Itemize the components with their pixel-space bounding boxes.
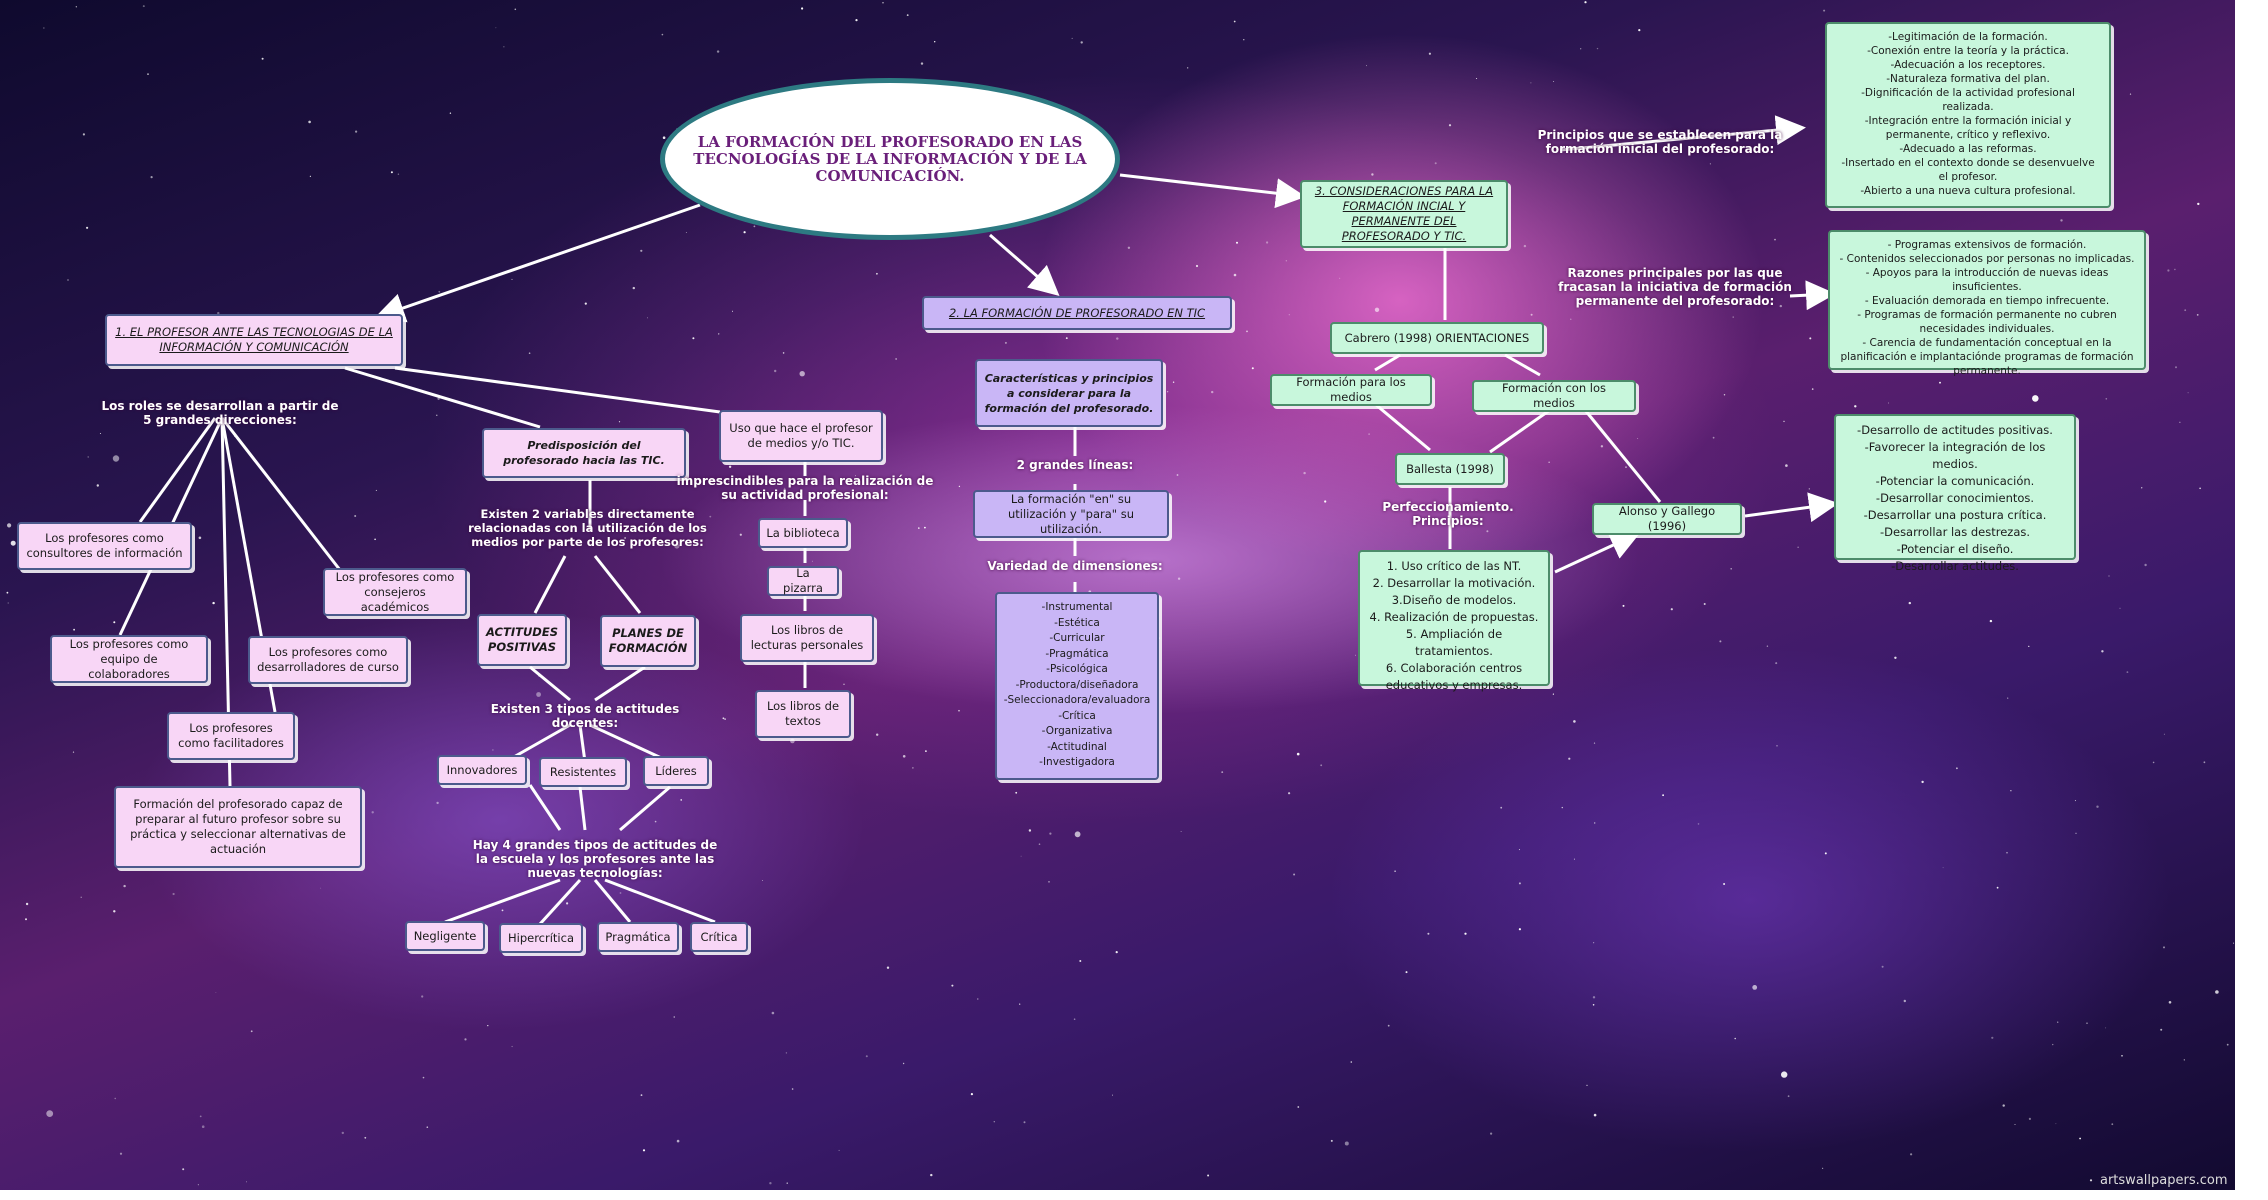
alonso-node: Alonso y Gallego (1996) (1592, 503, 1742, 535)
actitudes-positivas-node: ACTITUDES POSITIVAS (477, 614, 567, 666)
tipos4-label: Hay 4 grandes tipos de actitudes de la e… (472, 838, 718, 880)
dimension-item: -Psicológica (1046, 663, 1108, 675)
dimension-item: -Pragmática (1045, 647, 1109, 660)
razones-list: - Programas extensivos de formación. - Co… (1828, 230, 2146, 377)
roles-label: Los roles se desarrollan a partir de 5 g… (101, 399, 339, 427)
medio-biblioteca: La biblioteca (758, 518, 848, 548)
dimension-item: -Actitudinal (1047, 740, 1107, 753)
ballesta-principio-item: 4. Realización de propuestas. (1369, 610, 1539, 624)
lineas-node: La formación "en" su utilización y "para… (973, 490, 1169, 538)
planes-formacion-node: PLANES DE FORMACIÓN (600, 615, 696, 667)
alonso-item: -Potenciar la comunicación. (1875, 474, 2035, 488)
principio-item: -Naturaleza formativa del plan. (1886, 73, 2050, 85)
ballesta-principio-item: 3.Diseño de modelos. (1391, 593, 1517, 607)
branch1-heading-text: 1. EL PROFESOR ANTE LAS TECNOLOGIAS DE L… (115, 325, 393, 354)
main-title-oval: LA FORMACIÓN DEL PROFESORADO EN LAS TECN… (660, 78, 1120, 240)
facilitadores-detail: Formación del profesorado capaz de prepa… (114, 786, 362, 868)
tipo-negligente: Negligente (405, 921, 485, 951)
role-desarrolladores: Los profesores como desarrolladores de c… (248, 636, 408, 684)
medio-pizarra: La pizarra (767, 566, 839, 596)
variables-label: Existen 2 variables directamente relacio… (468, 507, 707, 549)
ballesta-node: Ballesta (1998) (1395, 453, 1505, 485)
dimension-item: -Crítica (1058, 709, 1096, 722)
razon-item: - Carencia de fundamentación conceptual … (1840, 337, 2134, 377)
ballesta-principio-item: 6. Colaboración centros educativos y emp… (1385, 661, 1523, 692)
dimensiones-label: Variedad de dimensiones: (987, 559, 1163, 573)
principio-item: -Adecuación a los receptores. (1890, 59, 2046, 71)
predisposicion-node: Predisposición del profesorado hacia las… (482, 428, 686, 478)
dimension-item: -Seleccionadora/evaluadora (1003, 694, 1151, 706)
alonso-item: -Desarrollo de actitudes positivas. (1857, 423, 2053, 437)
medio-libros-textos: Los libros de textos (755, 690, 851, 738)
formacion-con-node: Formación con los medios (1472, 380, 1636, 412)
principio-item: -Conexión entre la teoría y la práctica. (1867, 45, 2069, 57)
tipo-hipercritica: Hipercrítica (499, 923, 583, 953)
perfeccionamiento-label: Perfeccionamiento. Principios: (1382, 500, 1514, 528)
cabrero-node: Cabrero (1998) ORIENTACIONES (1330, 322, 1544, 354)
razon-item: - Contenidos seleccionados por personas … (1839, 253, 2135, 265)
tipo-resistentes: Resistentes (539, 757, 627, 787)
branch3-heading: 3. CONSIDERACIONES PARA LA FORMACIÓN INC… (1300, 180, 1508, 248)
medio-libros-lecturas: Los libros de lecturas personales (740, 614, 874, 662)
dimension-item: -Estética (1054, 616, 1100, 629)
formacion-para-node: Formación para los medios (1270, 374, 1432, 406)
principio-item: -Insertado en el contexto donde se desen… (1841, 157, 2095, 183)
alonso-item: -Desarrollar conocimientos. (1875, 491, 2035, 505)
dimensiones-list: -Instrumental -Estética -Curricular -Pragmá… (995, 592, 1159, 780)
dimension-item: -Productora/diseñadora (1015, 678, 1139, 691)
role-colaboradores: Los profesores como equipo de colaborado… (50, 635, 208, 683)
razon-item: - Programas extensivos de formación. (1887, 239, 2087, 251)
dimension-item: -Organizativa (1041, 725, 1113, 737)
principio-item: -Adecuado a las reformas. (1899, 143, 2037, 155)
ballesta-principio-item: 5. Ampliación de tratamientos. (1405, 627, 1503, 658)
principios-label: Principios que se establecen para la for… (1537, 128, 1783, 156)
alonso-item: -Desarrollar las destrezas. (1879, 525, 2031, 539)
branch2-heading: 2. LA FORMACIÓN DE PROFESORADO EN TIC (922, 296, 1232, 330)
alonso-list: -Desarrollo de actitudes positivas. -Favo… (1834, 414, 2076, 573)
alonso-item: -Desarrollar actitudes. (1891, 559, 2019, 573)
dimension-item: -Investigadora (1039, 756, 1115, 768)
ballesta-principio-item: 1. Uso crítico de las NT. (1386, 559, 1522, 573)
role-facilitadores: Los profesores como facilitadores (167, 712, 295, 760)
razon-item: - Evaluación demorada en tiempo infrecue… (1864, 295, 2110, 307)
alonso-item: -Favorecer la integración de los medios. (1864, 440, 2046, 471)
tipos3-label: Existen 3 tipos de actitudes docentes: (490, 702, 680, 730)
tipo-critica: Crítica (690, 922, 748, 952)
lineas-label: 2 grandes líneas: (1016, 458, 1134, 472)
role-consultores: Los profesores como consultores de infor… (17, 522, 192, 570)
tipo-pragmatica: Pragmática (597, 922, 679, 952)
ballesta-principio-item: 2. Desarrollar la motivación. (1372, 576, 1536, 590)
razones-label: Razones principales por las que fracasan… (1558, 266, 1792, 308)
role-consejeros: Los profesores como consejeros académico… (323, 568, 467, 616)
imprescindibles-label: imprescindibles para la realización de s… (676, 474, 934, 502)
mind-map-canvas: LA FORMACIÓN DEL PROFESORADO EN LAS TECN… (0, 0, 2235, 1190)
main-title: LA FORMACIÓN DEL PROFESORADO EN LAS TECN… (693, 132, 1087, 185)
principio-item: -Integración entre la formación inicial … (1864, 115, 2072, 141)
principios-ballesta-list: 1. Uso crítico de las NT. 2. Desarrollar … (1358, 550, 1550, 692)
principios-list: -Legitimación de la formación. -Conexión … (1825, 22, 2111, 208)
tipo-lideres: Líderes (643, 756, 709, 786)
razon-item: - Apoyos para la introducción de nuevas … (1865, 267, 2109, 293)
principio-item: -Abierto a una nueva cultura profesional… (1860, 185, 2076, 197)
watermark-text: artswallpapers.com (2100, 1173, 2228, 1188)
principio-item: -Dignificación de la actividad profesion… (1861, 87, 2075, 113)
razon-item: - Programas de formación permanente no c… (1857, 309, 2117, 335)
alonso-item: -Desarrollar una postura crítica. (1863, 508, 2047, 522)
dimension-item: -Curricular (1049, 632, 1105, 644)
dimension-item: -Instrumental (1041, 601, 1113, 613)
tipo-innovadores: Innovadores (437, 755, 527, 785)
uso-medios-node: Uso que hace el profesor de medios y/o T… (719, 410, 883, 462)
branch1-heading: 1. EL PROFESOR ANTE LAS TECNOLOGIAS DE L… (105, 314, 403, 366)
caracteristicas-node: Características y principios a considera… (975, 359, 1163, 427)
principio-item: -Legitimación de la formación. (1888, 31, 2048, 43)
alonso-item: -Potenciar el diseño. (1896, 542, 2014, 556)
